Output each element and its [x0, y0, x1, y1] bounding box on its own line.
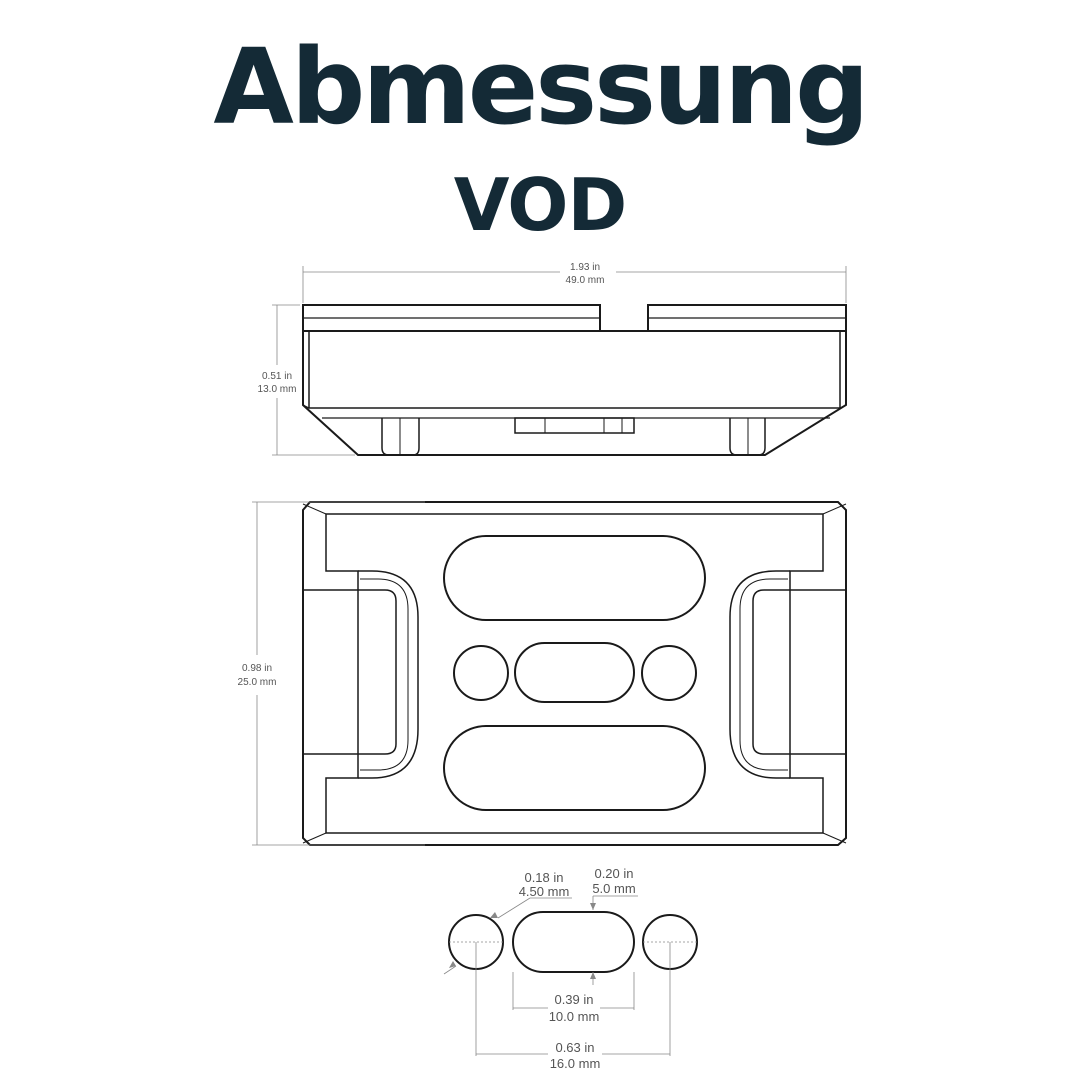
top-view-left-clamp-outer	[358, 570, 419, 779]
top-view-corner-line	[822, 503, 847, 515]
hole-spacing-in: 0.63 in	[555, 1040, 594, 1055]
top-view-right-hole	[641, 645, 697, 701]
top-view-left-clamp	[303, 589, 397, 755]
slot-length-mm: 10.0 mm	[549, 1009, 600, 1024]
hole-diameter-mm: 4.50 mm	[519, 884, 570, 899]
top-view-right-clamp	[752, 589, 846, 755]
height-dim-mm: 13.0 mm	[258, 384, 297, 395]
top-view-lower-slot	[443, 725, 706, 811]
side-view	[302, 304, 847, 456]
top-view-right-clamp-outer	[729, 570, 790, 779]
page-title: Abmessung	[213, 26, 869, 148]
width-dim-mm: 49.0 mm	[566, 275, 605, 286]
top-view-outline	[302, 501, 847, 846]
side-view-body-inner	[308, 330, 841, 409]
top-view	[302, 501, 847, 846]
hole-spacing-mm: 16.0 mm	[550, 1056, 601, 1071]
top-view-upper-slot	[443, 535, 706, 621]
side-view-dimensions	[272, 266, 847, 456]
top-view-inner-frame	[325, 513, 824, 834]
detail-arrowheads	[449, 903, 596, 979]
top-view-corner-line	[302, 832, 327, 844]
detail-dimension-lines	[443, 895, 697, 1056]
side-view-bevel-line	[302, 404, 310, 409]
depth-dim-in: 0.98 in	[242, 663, 272, 674]
width-dim-in: 1.93 in	[570, 262, 600, 273]
top-view-left-clamp-mid	[360, 578, 409, 771]
depth-dim-mm: 25.0 mm	[238, 677, 277, 688]
side-view-bevel-line	[839, 404, 847, 409]
slot-length-in: 0.39 in	[554, 992, 593, 1007]
top-view-corner-line	[302, 503, 327, 515]
side-view-center-tab	[514, 417, 635, 434]
detail-center-slot	[512, 911, 635, 973]
top-view-center-slot	[514, 642, 635, 703]
side-view-left-foot	[381, 418, 420, 456]
height-dim-in: 0.51 in	[262, 371, 292, 382]
top-view-right-clamp-mid	[739, 578, 788, 771]
top-view-left-hole	[453, 645, 509, 701]
hole-diameter-in: 0.18 in	[524, 870, 563, 885]
page-subtitle: VOD	[453, 163, 627, 247]
slot-width-in: 0.20 in	[594, 866, 633, 881]
slot-width-mm: 5.0 mm	[592, 881, 635, 896]
top-view-dimensions	[252, 501, 425, 846]
top-view-corner-line	[822, 832, 847, 844]
